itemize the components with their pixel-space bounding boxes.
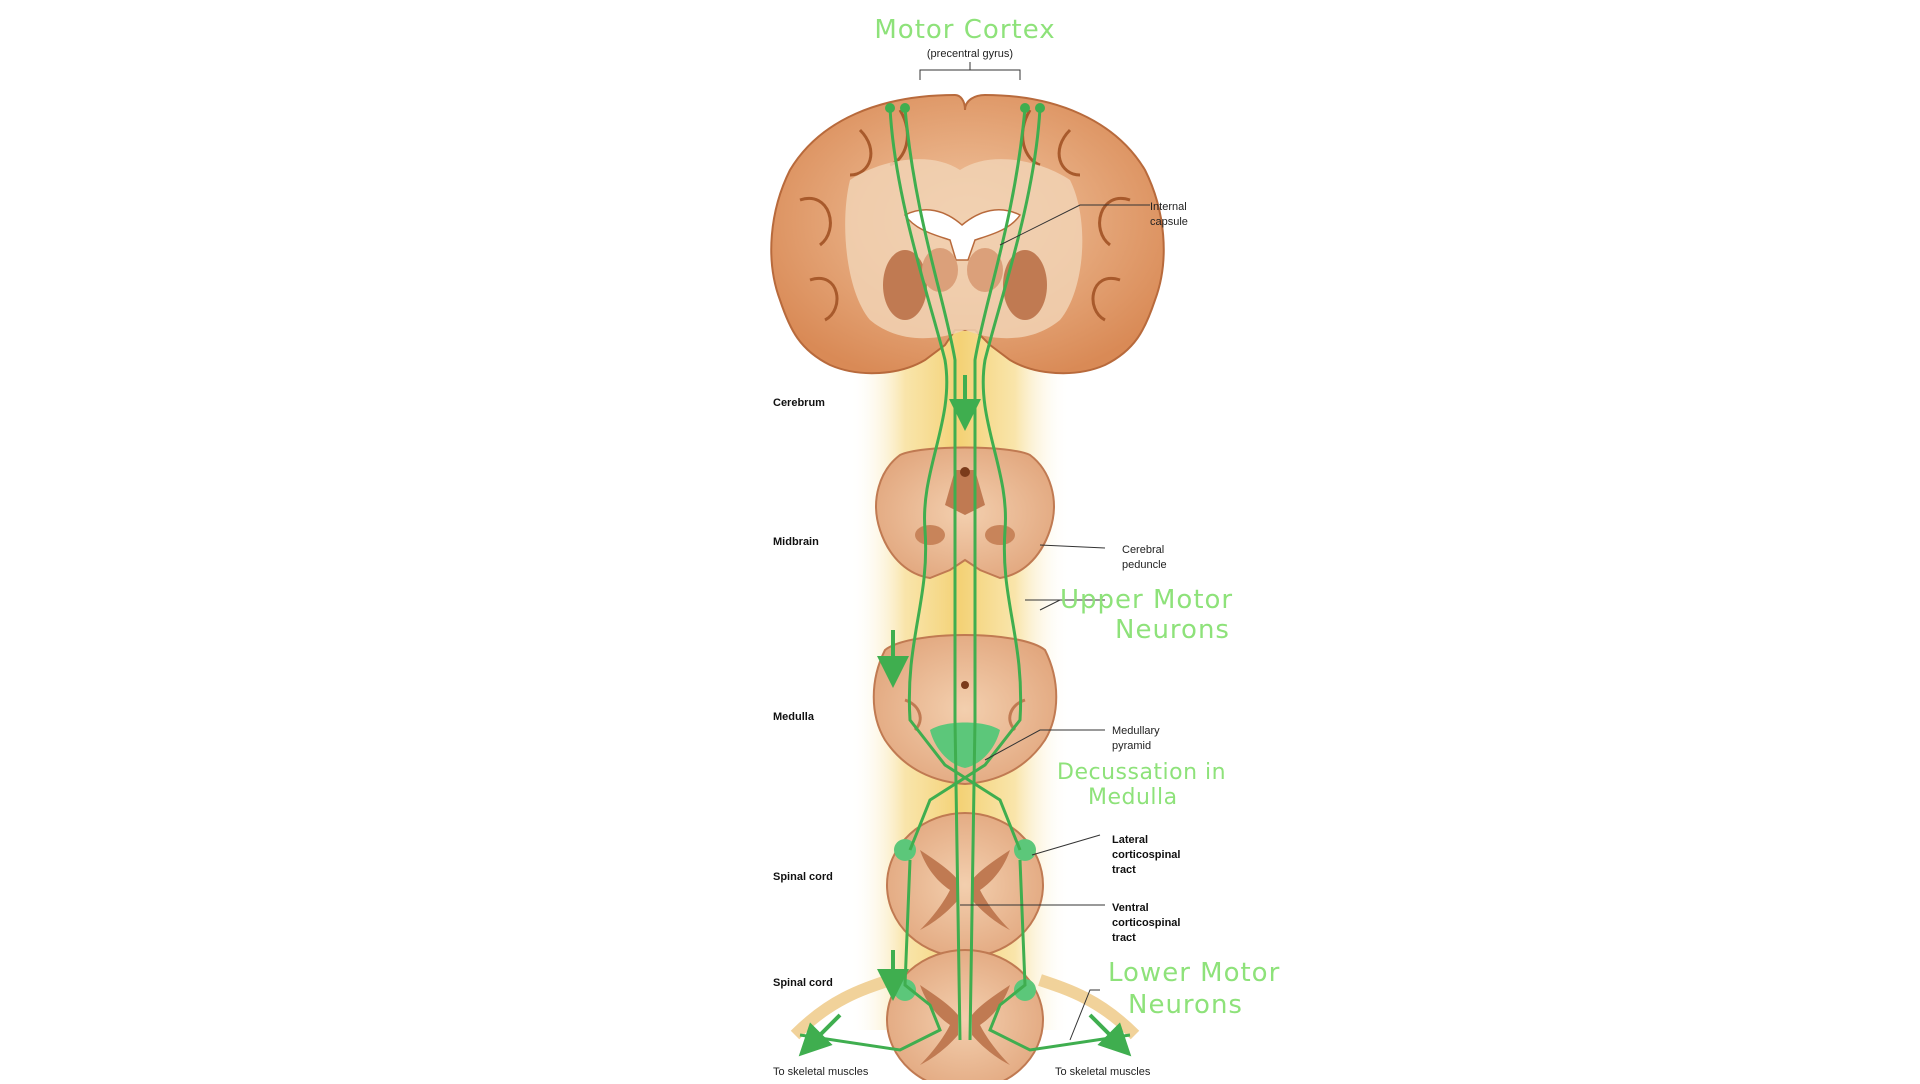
cerebral-peduncle-label-2: peduncle (1122, 559, 1167, 571)
lower-motor-neurons-label: Lower Motor (1108, 958, 1280, 988)
ventral-tract-label-3: tract (1112, 932, 1136, 944)
medullary-pyramid-label-2: pyramid (1112, 740, 1151, 752)
region-label-spinal-cord-1: Spinal cord (773, 871, 833, 883)
cortex-neurons (885, 103, 1045, 113)
cerebral-peduncle-label: Cerebral (1122, 544, 1164, 556)
upper-motor-neurons-label: Upper Motor (1060, 585, 1233, 615)
internal-capsule-label: Internal (1150, 201, 1187, 213)
decussation-label: Decussation in (1057, 760, 1226, 785)
midbrain-section (875, 446, 1055, 580)
lateral-tract-label-3: tract (1112, 864, 1136, 876)
skeletal-muscles-left-label: To skeletal muscles (773, 1066, 869, 1078)
upper-motor-neurons-label-2: Neurons (1115, 615, 1230, 645)
leader-lines (919, 62, 1150, 1041)
internal-capsule-label-2: capsule (1150, 216, 1188, 228)
direction-arrows (798, 375, 1132, 1057)
decussation-label-2: Medulla (1088, 785, 1178, 810)
spinal-cord-section-lower (790, 949, 1140, 1084)
region-label-medulla: Medulla (773, 711, 815, 723)
skeletal-muscles-right-label: To skeletal muscles (1055, 1066, 1151, 1078)
region-label-cerebrum: Cerebrum (773, 397, 825, 409)
ventral-tract-label-2: corticospinal (1112, 917, 1180, 929)
lateral-tract-label: Lateral (1112, 834, 1148, 846)
medulla-section (872, 634, 1058, 786)
corticospinal-pathway (799, 107, 1131, 1052)
precentral-gyrus-label: (precentral gyrus) (927, 48, 1013, 60)
ventral-tract-label: Ventral (1112, 902, 1149, 914)
cerebrum-section (770, 93, 1165, 375)
motor-cortex-title: Motor Cortex (874, 15, 1055, 45)
lower-motor-neurons-label-2: Neurons (1128, 990, 1243, 1020)
region-label-spinal-cord-2: Spinal cord (773, 977, 833, 989)
medullary-pyramid-label: Medullary (1112, 725, 1160, 737)
region-label-midbrain: Midbrain (773, 536, 819, 548)
lateral-tract-label-2: corticospinal (1112, 849, 1180, 861)
